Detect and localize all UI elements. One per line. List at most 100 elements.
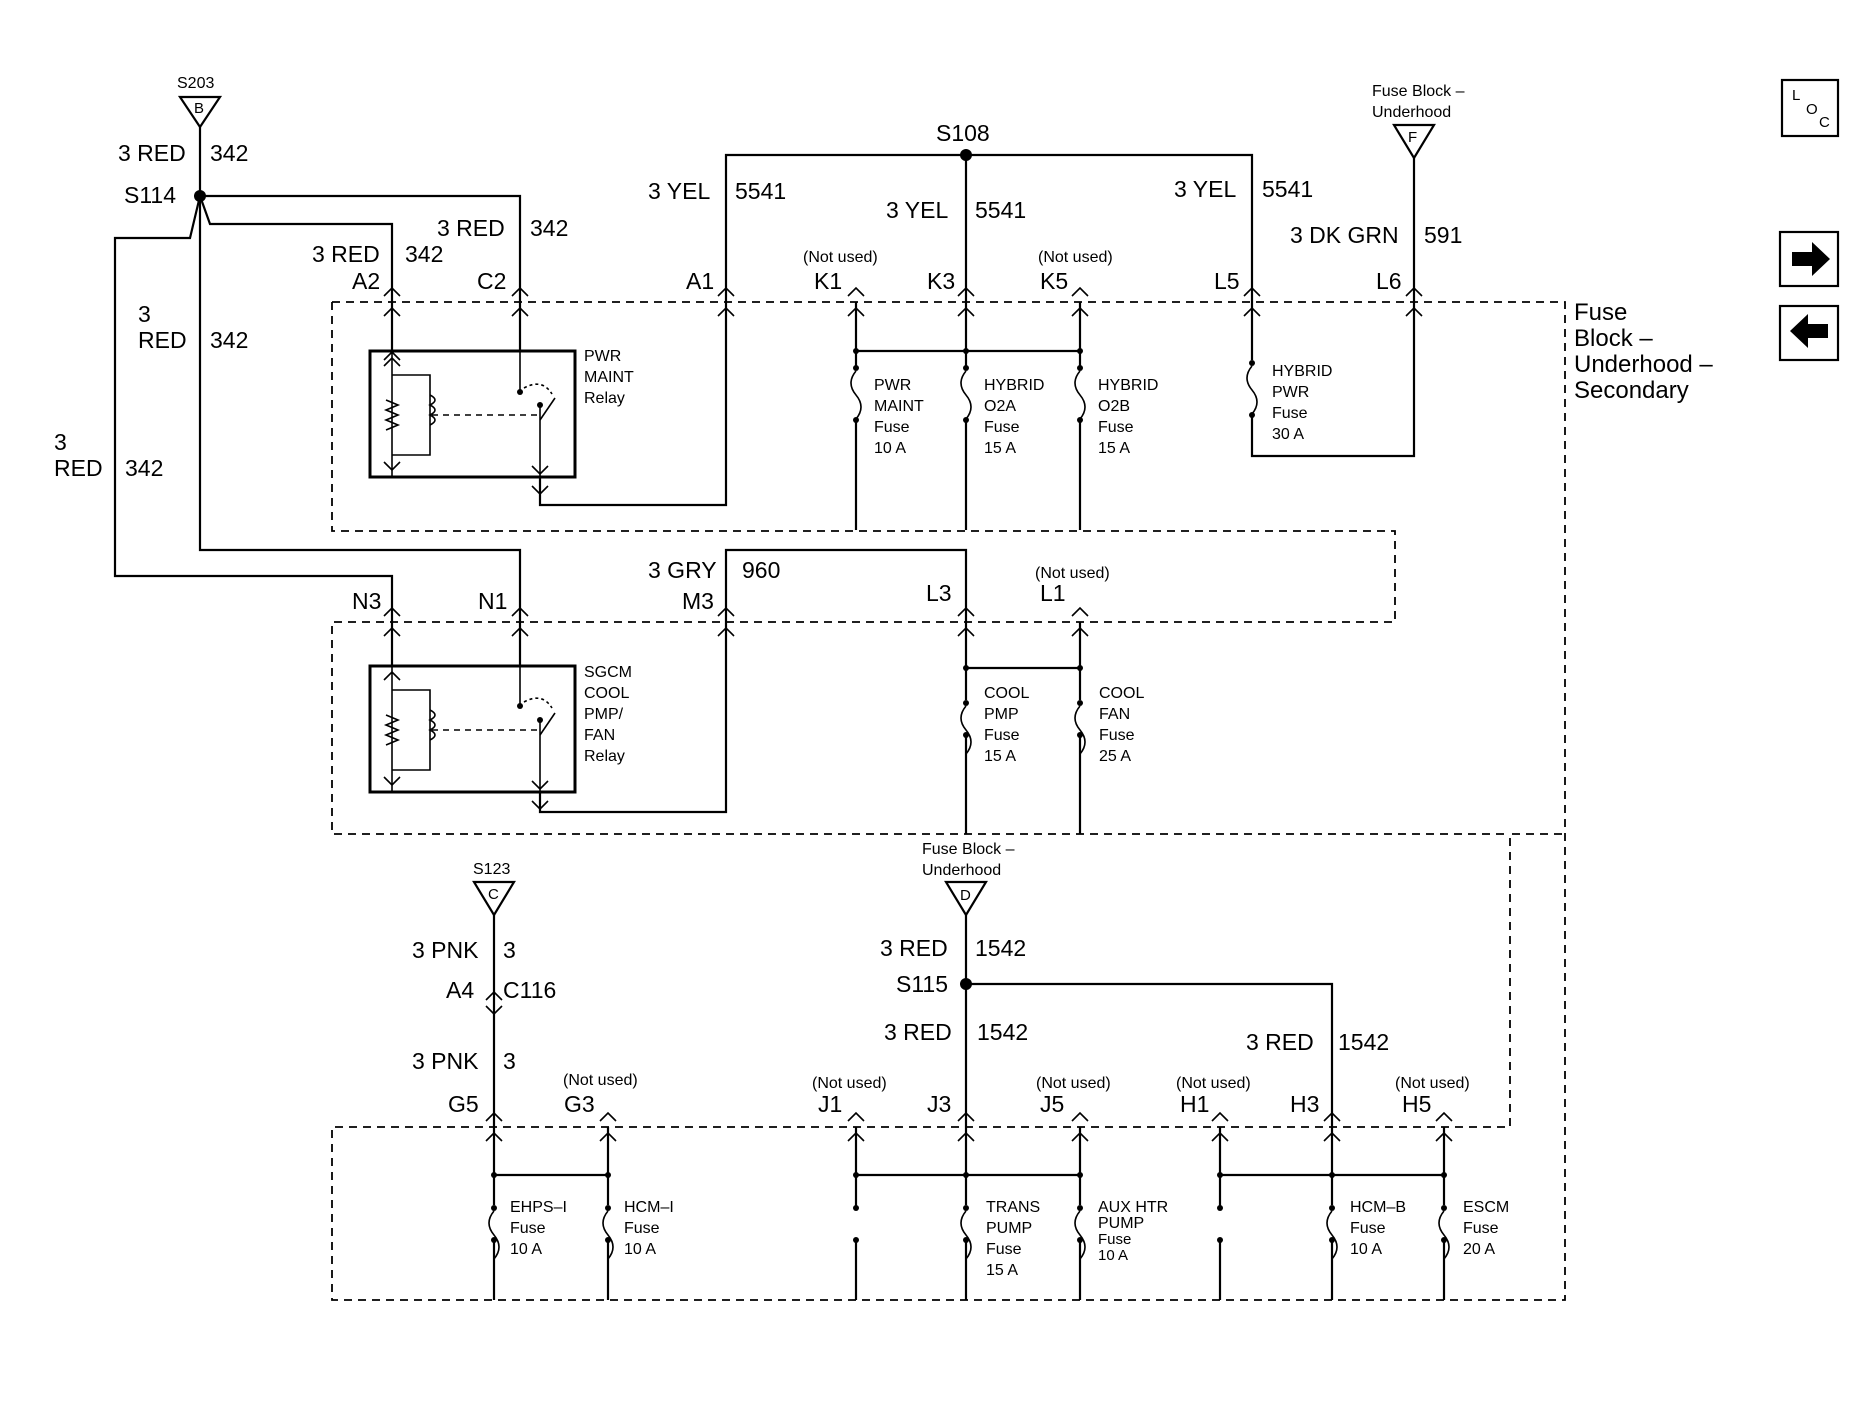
svg-text:3 RED: 3 RED (884, 1019, 952, 1045)
svg-text:591: 591 (1424, 222, 1462, 248)
svg-text:Fuse: Fuse (984, 727, 1020, 744)
svg-text:3 RED: 3 RED (880, 935, 948, 961)
svg-text:30 A: 30 A (1272, 426, 1304, 443)
svg-text:HYBRID: HYBRID (1272, 363, 1332, 380)
loc-button[interactable]: L O C (1780, 78, 1840, 138)
svg-text:M3: M3 (682, 588, 714, 614)
svg-text:10 A: 10 A (1098, 1247, 1128, 1264)
svg-text:10 A: 10 A (1350, 1241, 1382, 1258)
svg-text:20 A: 20 A (1463, 1241, 1495, 1258)
svg-text:HCM–B: HCM–B (1350, 1199, 1406, 1216)
fuse-ehps-i: EHPS–I Fuse 10 A (488, 1175, 567, 1300)
svg-text:PWR: PWR (1272, 384, 1309, 401)
svg-text:Fuse: Fuse (1574, 299, 1627, 326)
svg-text:(Not used): (Not used) (1038, 249, 1113, 266)
fuse-block-underhood-f: Fuse Block – Underhood F (1372, 83, 1465, 161)
svg-text:L5: L5 (1214, 268, 1240, 294)
svg-text:Fuse Block –: Fuse Block – (922, 841, 1015, 858)
svg-text:A4: A4 (446, 977, 474, 1003)
svg-text:L1: L1 (1040, 580, 1066, 606)
svg-text:3 RED: 3 RED (1246, 1029, 1314, 1055)
svg-text:A2: A2 (352, 268, 380, 294)
svg-text:5541: 5541 (975, 197, 1026, 223)
svg-text:COOL: COOL (1099, 685, 1144, 702)
pin-n1: N1 (478, 588, 529, 617)
svg-text:O2B: O2B (1098, 398, 1130, 415)
svg-text:(Not used): (Not used) (563, 1072, 638, 1089)
pin-g3: (Not used)G3 (563, 1072, 638, 1122)
fuse-hybrid-o2a: HYBRID O2A Fuse 15 A (960, 351, 1044, 530)
svg-text:Block –: Block – (1574, 325, 1653, 352)
svg-text:342: 342 (210, 140, 248, 166)
svg-text:J3: J3 (927, 1091, 951, 1117)
svg-text:L: L (1792, 87, 1800, 104)
pin-j5: (Not used)J5 (1036, 1075, 1111, 1122)
pin-j1: (Not used)J1 (812, 1075, 887, 1122)
bottom-pin-arrows (485, 1131, 1453, 1142)
sgcm-cool-pmp-fan-relay: SGCM COOL PMP/ FAN Relay (368, 622, 728, 814)
fuse-block-secondary-label: Fuse Block – Underhood – Secondary (1574, 299, 1713, 404)
fuse-aux-htr-pump: AUX HTR PUMP Fuse 10 A (1074, 1175, 1168, 1300)
splice-s123: S123 C (472, 861, 516, 918)
pin-h5: (Not used)H5 (1395, 1075, 1470, 1122)
pin-h1: (Not used)H1 (1176, 1075, 1251, 1122)
svg-text:Fuse: Fuse (1463, 1220, 1499, 1237)
svg-text:D: D (960, 887, 971, 904)
svg-text:10 A: 10 A (624, 1241, 656, 1258)
svg-text:3 GRY: 3 GRY (648, 557, 717, 583)
svg-text:Fuse: Fuse (510, 1220, 546, 1237)
svg-text:10 A: 10 A (874, 440, 906, 457)
pin-c2: C2 (477, 268, 529, 297)
pin-m3: M3 (682, 588, 735, 617)
svg-text:(Not used): (Not used) (1176, 1075, 1251, 1092)
prev-page-button[interactable] (1778, 304, 1840, 362)
svg-text:COOL: COOL (984, 685, 1029, 702)
svg-text:Fuse: Fuse (1350, 1220, 1386, 1237)
svg-text:Fuse: Fuse (984, 419, 1020, 436)
svg-text:3 YEL: 3 YEL (886, 197, 948, 223)
fuse-pwr-maint: PWR MAINT Fuse 10 A (850, 351, 924, 530)
svg-text:(Not used): (Not used) (812, 1075, 887, 1092)
splice-s108-dot (960, 149, 972, 161)
svg-text:C: C (488, 886, 499, 903)
pin-l1: (Not used)L1 (1035, 565, 1110, 617)
svg-text:15 A: 15 A (1098, 440, 1130, 457)
svg-text:ESCM: ESCM (1463, 1199, 1509, 1216)
svg-text:3 RED: 3 RED (312, 241, 380, 267)
svg-text:(Not used): (Not used) (1036, 1075, 1111, 1092)
slot-h1-empty (1217, 1175, 1223, 1300)
svg-text:HYBRID: HYBRID (1098, 377, 1158, 394)
svg-text:Fuse: Fuse (1099, 727, 1135, 744)
svg-text:342: 342 (405, 241, 443, 267)
svg-text:(Not used): (Not used) (1395, 1075, 1470, 1092)
svg-text:S123: S123 (473, 861, 510, 878)
fuse-cool-fan: COOL FAN Fuse 25 A (1074, 668, 1144, 834)
svg-text:3: 3 (503, 1048, 516, 1074)
svg-text:COOL: COOL (584, 685, 629, 702)
svg-text:15 A: 15 A (984, 440, 1016, 457)
pin-l6: L6 (1376, 268, 1423, 297)
svg-text:3 YEL: 3 YEL (648, 178, 710, 204)
fuse-cool-pmp: COOL PMP Fuse 15 A (960, 668, 1029, 834)
svg-text:3 RED: 3 RED (437, 215, 505, 241)
svg-text:25 A: 25 A (1099, 748, 1131, 765)
next-page-button[interactable] (1778, 230, 1840, 288)
svg-text:O: O (1806, 101, 1818, 118)
svg-text:Secondary: Secondary (1574, 377, 1689, 404)
svg-text:PWR: PWR (874, 377, 911, 394)
svg-text:15 A: 15 A (984, 748, 1016, 765)
fuse-hybrid-o2b: HYBRID O2B Fuse 15 A (1074, 351, 1158, 530)
svg-text:RED: RED (138, 327, 187, 353)
svg-text:3 PNK: 3 PNK (412, 937, 479, 963)
svg-text:Fuse Block –: Fuse Block – (1372, 83, 1465, 100)
svg-text:3 YEL: 3 YEL (1174, 176, 1236, 202)
svg-text:PMP: PMP (984, 706, 1019, 723)
svg-text:3 DK GRN: 3 DK GRN (1290, 222, 1399, 248)
pin-a2: A2 (352, 268, 401, 297)
svg-text:RED: RED (54, 455, 103, 481)
fuse-trans-pump: TRANS PUMP Fuse 15 A (960, 1175, 1040, 1300)
svg-text:Underhood: Underhood (1372, 104, 1451, 121)
svg-text:3: 3 (54, 429, 67, 455)
svg-text:H5: H5 (1402, 1091, 1431, 1117)
svg-text:K5: K5 (1040, 268, 1068, 294)
